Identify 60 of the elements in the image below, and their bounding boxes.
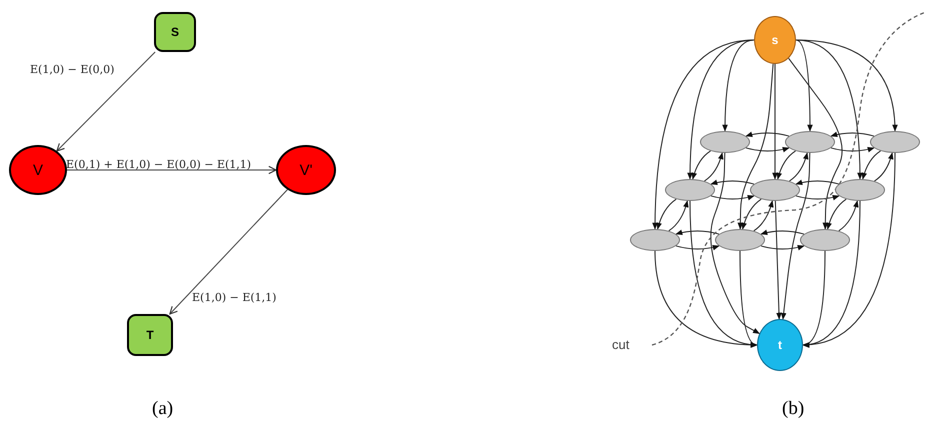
arrow: [788, 58, 843, 230]
arrow: [710, 180, 754, 186]
grid-node: [785, 131, 835, 153]
arrow: [745, 132, 790, 138]
edge-label: E(0,1) + E(1,0) − E(0,0) − E(1,1): [66, 158, 252, 171]
grid-node: [750, 179, 800, 201]
arrow: [874, 152, 894, 182]
grid-node: [665, 179, 715, 201]
arrow: [656, 198, 677, 230]
end-box: T: [127, 314, 173, 356]
arrow: [652, 40, 754, 230]
start-box: S: [154, 12, 196, 52]
arrow: [796, 194, 840, 200]
edge-label: E(1,0) − E(1,1): [192, 291, 276, 304]
cut-label: cut: [612, 337, 630, 352]
arrow: [753, 200, 774, 232]
arrow: [738, 63, 774, 230]
grid-node: [870, 131, 920, 153]
sink-node: t: [757, 319, 803, 371]
panel-caption: (a): [152, 398, 174, 420]
arrow: [760, 244, 805, 250]
arrow: [668, 200, 688, 232]
arrow: [169, 189, 288, 315]
grid-node: [630, 229, 680, 251]
arrow: [722, 40, 754, 132]
arrow: [774, 200, 782, 320]
arrow: [780, 152, 810, 320]
arrow: [862, 150, 882, 180]
arrow: [740, 250, 758, 346]
arrow: [788, 152, 808, 182]
arrow: [826, 198, 847, 230]
arrow: [830, 146, 875, 152]
state-ellipse: V: [9, 145, 67, 195]
grid-node: [715, 229, 765, 251]
arrow: [776, 150, 796, 180]
arrow: [692, 150, 712, 180]
arrow: [710, 194, 755, 200]
arrow: [56, 52, 156, 152]
grid-node: [835, 179, 885, 201]
arrow: [710, 152, 760, 334]
edge-label: E(1,0) − E(0,0): [30, 63, 114, 76]
arrow: [796, 40, 863, 180]
arrow: [796, 40, 813, 132]
arrow: [795, 180, 840, 186]
arrow: [746, 146, 790, 152]
arrow: [66, 166, 277, 174]
arrow: [742, 198, 762, 230]
source-node: s: [754, 16, 796, 64]
grid-node: [800, 229, 850, 251]
arrow: [760, 230, 804, 236]
arrow: [676, 244, 720, 250]
arrow: [830, 132, 874, 138]
grid-node: [700, 131, 750, 153]
arrow: [838, 200, 858, 232]
arrow: [704, 152, 724, 182]
arrow: [675, 230, 720, 236]
state-ellipse: V': [276, 145, 336, 195]
arrow: [772, 64, 778, 180]
panel-caption: (b): [782, 398, 804, 420]
arrow: [802, 250, 826, 347]
